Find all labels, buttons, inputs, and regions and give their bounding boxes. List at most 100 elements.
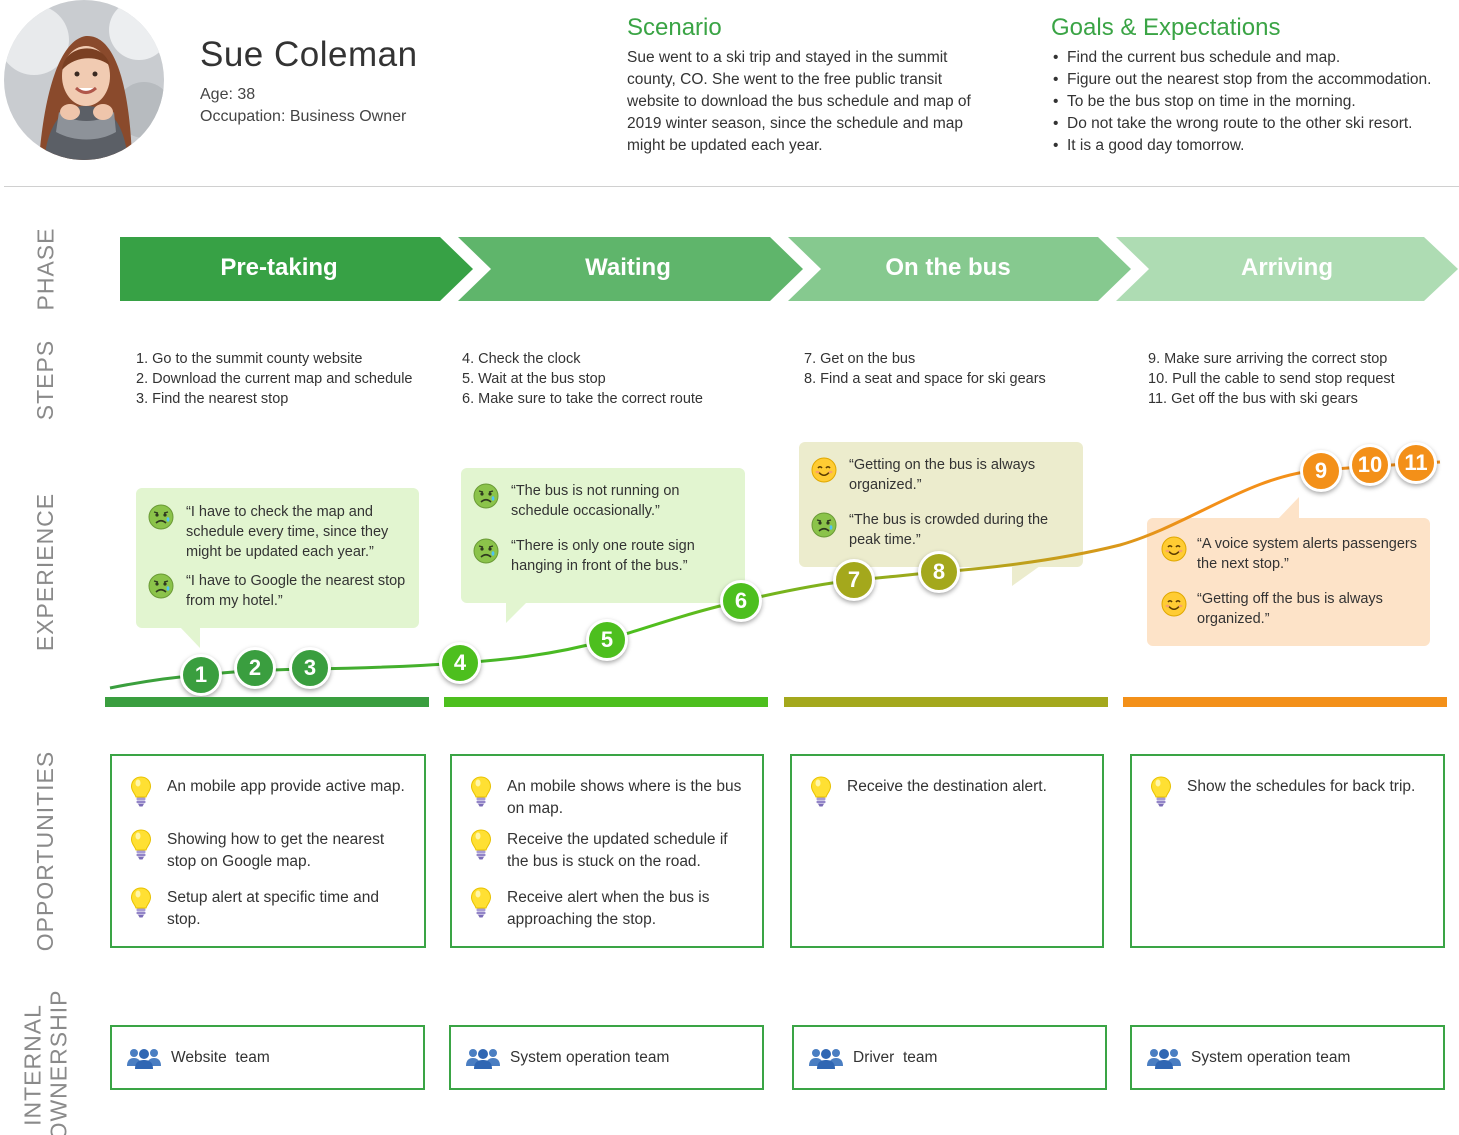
ownership-box-arriving: System operation team	[1130, 1025, 1445, 1090]
experience-point-7: 7	[833, 559, 875, 601]
opportunity-box-pre-taking: An mobile app provide active map. Showin…	[110, 754, 426, 948]
team-icon	[1147, 1048, 1181, 1069]
lightbulb-icon	[1150, 776, 1172, 807]
phase-chevron-on-the-bus	[788, 237, 1131, 301]
step-item: 3. Find the nearest stop	[136, 391, 289, 407]
phase-label-on-the-bus: On the bus	[885, 254, 1011, 281]
goal-item: It is a good day tomorrow.	[1051, 135, 1459, 157]
lightbulb-icon	[470, 829, 492, 860]
step-item: 4. Check the clock	[462, 351, 581, 367]
smile-face-icon	[1161, 591, 1187, 617]
team-icon	[466, 1048, 500, 1069]
scenario-title: Scenario	[627, 14, 722, 41]
experience-point-2: 2	[234, 647, 276, 689]
team-label: Driver team	[853, 1048, 938, 1066]
experience-point-4: 4	[439, 642, 481, 684]
team-icon	[809, 1048, 843, 1069]
step-item: 9. Make sure arriving the correct stop	[1148, 351, 1388, 367]
experience-bubble-pre-taking: “I have to check the map and schedule ev…	[136, 488, 419, 628]
bubble-tail	[506, 602, 527, 623]
opportunity-box-arriving: Show the schedules for back trip.	[1130, 754, 1445, 948]
phase-chevron-arriving	[1116, 237, 1458, 301]
lightbulb-icon	[470, 887, 492, 918]
smile-face-icon	[811, 457, 837, 483]
team-label: System operation team	[510, 1048, 670, 1066]
phase-bar-on-the-bus	[784, 697, 1108, 707]
experience-point-3: 3	[289, 647, 331, 689]
persona-details: Age: 38 Occupation: Business Owner	[200, 84, 406, 128]
experience-point-5: 5	[586, 619, 628, 661]
ownership-box-on-the-bus: Driver team	[792, 1025, 1107, 1090]
experience-bubble-waiting: “The bus is not running on schedule occa…	[461, 468, 745, 603]
sad-face-icon	[811, 512, 837, 538]
step-item: 6. Make sure to take the correct route	[462, 391, 703, 407]
ownership-box-pre-taking: Website team	[110, 1025, 425, 1090]
lightbulb-icon	[470, 776, 492, 807]
sad-face-icon	[473, 483, 499, 509]
step-item: 2. Download the current map and schedule	[136, 371, 413, 387]
experience-point-11: 11	[1395, 442, 1437, 484]
team-label: System operation team	[1191, 1048, 1351, 1066]
phase-label-waiting: Waiting	[585, 254, 671, 281]
bubble-tail	[180, 627, 200, 648]
persona-occupation: Occupation: Business Owner	[200, 108, 407, 125]
phase-chevrons	[120, 237, 1458, 301]
experience-point-8: 8	[918, 551, 960, 593]
bubble-tail	[1278, 497, 1299, 519]
goals-list: Find the current bus schedule and map. F…	[1051, 47, 1459, 157]
step-item: 11. Get off the bus with ski gears	[1148, 391, 1358, 407]
goal-item: To be the bus stop on time in the mornin…	[1051, 91, 1459, 113]
experience-point-6: 6	[720, 580, 762, 622]
steps-on-the-bus: 7. Get on the bus 8. Find a seat and spa…	[804, 349, 1046, 389]
step-item: 8. Find a seat and space for ski gears	[804, 371, 1046, 387]
opportunity-box-on-the-bus: Receive the destination alert.	[790, 754, 1104, 948]
smile-face-icon	[1161, 536, 1187, 562]
phase-chevron-pre-taking	[120, 237, 473, 301]
step-item: 10. Pull the cable to send stop request	[1148, 371, 1395, 387]
row-label-steps: STEPS	[31, 339, 58, 421]
sad-face-icon	[148, 504, 174, 530]
experience-bubble-arriving: “A voice system alerts passengers the ne…	[1147, 518, 1430, 646]
goals-title: Goals & Expectations	[1051, 14, 1281, 41]
lightbulb-icon	[130, 776, 152, 807]
team-icon	[127, 1048, 161, 1069]
step-item: 7. Get on the bus	[804, 351, 916, 367]
lightbulb-icon	[810, 776, 832, 807]
lightbulb-icon	[130, 887, 152, 918]
lightbulb-icon	[130, 829, 152, 860]
row-label-opportunities: OPPORTUNITIES	[32, 750, 58, 952]
steps-pre-taking: 1. Go to the summit county website 2. Do…	[136, 349, 412, 409]
experience-point-9: 9	[1300, 450, 1342, 492]
experience-point-10: 10	[1349, 444, 1391, 486]
row-label-phase: PHASE	[31, 227, 58, 311]
opportunity-box-waiting: An mobile shows where is the bus on map.…	[450, 754, 764, 948]
experience-point-1: 1	[180, 654, 222, 696]
phase-bar-pre-taking	[105, 697, 429, 707]
steps-arriving: 9. Make sure arriving the correct stop 1…	[1148, 349, 1395, 409]
bubble-tail	[1012, 566, 1040, 586]
persona-name: Sue Coleman	[200, 35, 418, 74]
step-item: 5. Wait at the bus stop	[462, 371, 606, 387]
avatar-photo	[4, 0, 164, 160]
goal-item: Find the current bus schedule and map.	[1051, 47, 1459, 69]
ownership-box-waiting: System operation team	[449, 1025, 764, 1090]
row-label-experience: EXPERIENCE	[32, 492, 59, 652]
goal-item: Do not take the wrong route to the other…	[1051, 113, 1459, 135]
sad-face-icon	[473, 538, 499, 564]
header-divider	[4, 186, 1459, 187]
goal-item: Figure out the nearest stop from the acc…	[1051, 69, 1459, 91]
persona-avatar	[4, 0, 164, 160]
steps-waiting: 4. Check the clock 5. Wait at the bus st…	[462, 349, 703, 409]
sad-face-icon	[148, 573, 174, 599]
phase-chevron-waiting	[458, 237, 803, 301]
phase-bar-arriving	[1123, 697, 1447, 707]
phase-label-arriving: Arriving	[1240, 254, 1333, 281]
phase-label-pre-taking: Pre-taking	[220, 254, 338, 281]
persona-age: Age: 38	[200, 86, 256, 103]
experience-bubble-on-the-bus: “Getting on the bus is always organized.…	[799, 442, 1083, 567]
phase-bar-waiting	[444, 697, 768, 707]
team-label: Website team	[171, 1048, 270, 1066]
scenario-text: Sue went to a ski trip and stayed in the…	[627, 49, 971, 154]
step-item: 1. Go to the summit county website	[136, 351, 363, 367]
